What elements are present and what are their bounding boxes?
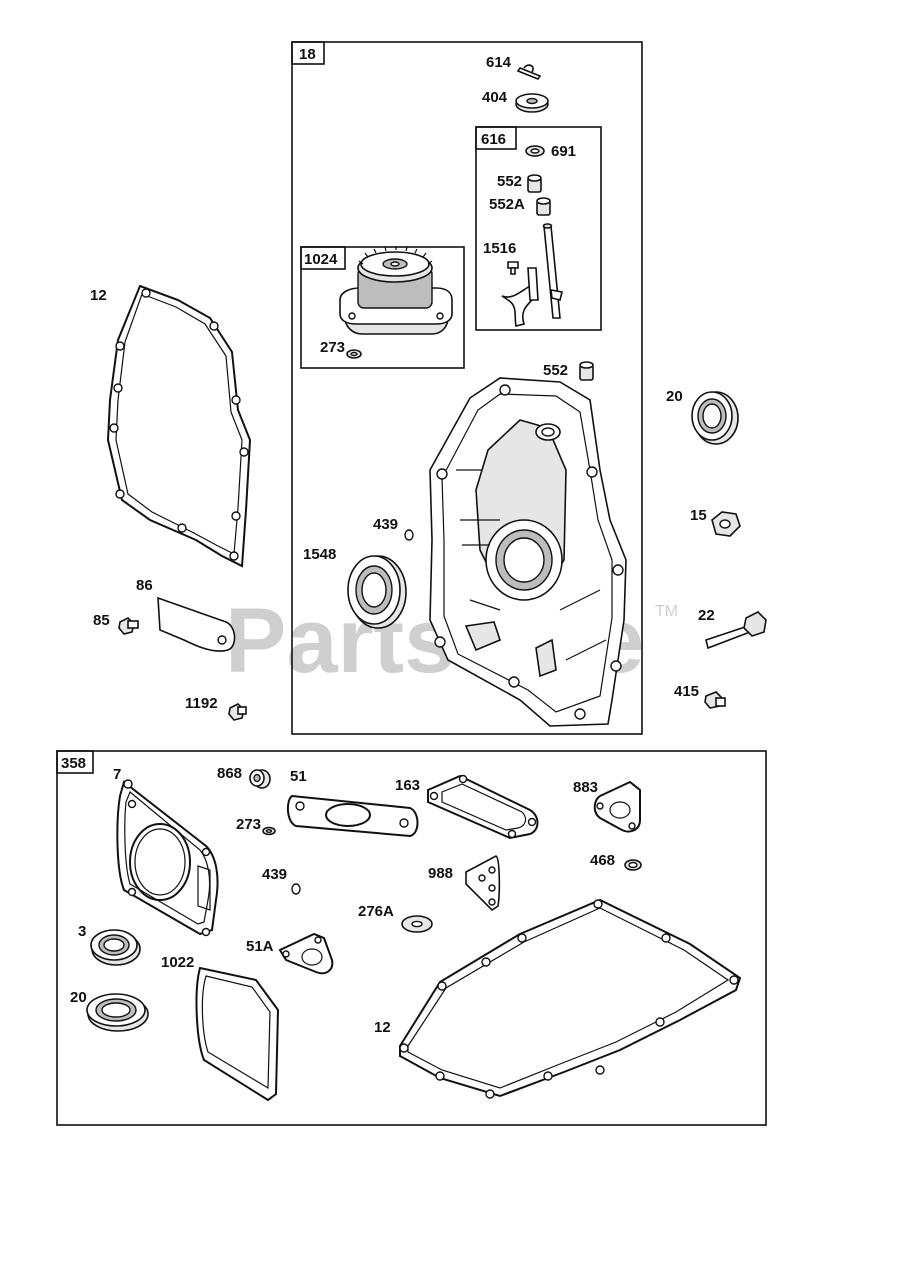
part-691[interactable] [525,145,545,157]
part-552A[interactable] [536,197,551,216]
part-22-bolt[interactable] [705,611,767,650]
part-governor-arm[interactable] [501,267,539,327]
callout-404: 404 [482,89,508,106]
part-1548-bearing[interactable] [347,555,407,629]
part-7-head-gasket[interactable] [116,779,219,937]
callout-86: 86 [136,577,153,594]
part-273-oring-a[interactable] [346,349,362,359]
callout-883: 883 [573,779,598,796]
callout-1548: 1548 [303,546,336,563]
part-439-oring-a[interactable] [404,529,414,541]
part-oil-pump-gear[interactable] [339,246,453,335]
callout-163: 163 [395,777,420,794]
callout-276A: 276A [358,903,394,920]
part-85-bolt[interactable] [118,617,139,635]
callout-22: 22 [698,607,715,624]
group-label-358: 358 [61,755,86,772]
callout-7: 7 [113,766,121,783]
callout-1022: 1022 [161,954,194,971]
callout-614: 614 [486,54,512,71]
callout-439-b: 439 [262,866,287,883]
callout-552-b: 552 [543,362,568,379]
callout-552-a: 552 [497,173,522,190]
callout-868: 868 [217,765,242,782]
callout-1516: 1516 [483,240,516,257]
callout-20-a: 20 [666,388,683,405]
callout-20-b: 20 [70,989,87,1006]
part-1192-bolt[interactable] [228,703,247,721]
group-box-358[interactable]: 358 [56,750,767,1126]
callout-691: 691 [551,143,576,160]
callout-85: 85 [93,612,110,629]
callout-273-a: 273 [320,339,345,356]
part-51A-gasket[interactable] [278,932,334,975]
part-552-bushing[interactable] [579,361,594,381]
part-614[interactable] [516,64,542,80]
part-883-gasket[interactable] [593,780,641,833]
part-51-intake-gasket[interactable] [286,794,419,838]
callout-273-b: 273 [236,816,261,833]
part-276A-washer[interactable] [401,915,433,933]
watermark-trademark: TM [655,603,678,620]
callout-51: 51 [290,768,307,785]
group-box-18[interactable]: 18 [291,41,643,735]
part-273-oring-b[interactable] [262,826,276,836]
callout-988: 988 [428,865,453,882]
group-label-1024: 1024 [304,251,338,268]
group-label-616: 616 [481,131,506,148]
callout-468: 468 [590,852,615,869]
part-552-small[interactable] [527,174,542,193]
part-governor-shaft[interactable] [542,223,563,319]
part-15-nut[interactable] [711,511,741,537]
part-crankcase-cover[interactable] [429,377,627,727]
part-1022-valve-cover-gasket[interactable] [195,966,280,1102]
part-163-exhaust-gasket[interactable] [427,774,539,840]
callout-415: 415 [674,683,699,700]
part-12-crankcase-gasket-b[interactable] [399,898,742,1099]
group-box-616[interactable]: 616 [475,126,602,331]
part-20-oil-seal-a[interactable] [691,391,739,445]
part-12-crankcase-gasket[interactable] [106,284,252,568]
part-868-bushing[interactable] [249,769,271,789]
group-label-18: 18 [299,46,316,63]
callout-12-b: 12 [374,1019,391,1036]
part-3-oil-seal[interactable] [90,929,141,966]
callout-3: 3 [78,923,86,940]
part-86-plate[interactable] [157,596,236,652]
part-988-plate[interactable] [465,855,501,912]
callout-12-a: 12 [90,287,107,304]
callout-1192: 1192 [185,695,218,712]
part-468-oring[interactable] [624,859,642,871]
part-20-oil-seal-b[interactable] [86,993,149,1032]
callout-439-a: 439 [373,516,398,533]
part-439-oring-b[interactable] [291,883,301,895]
callout-552A: 552A [489,196,525,213]
part-1516[interactable] [507,261,519,275]
group-box-1024[interactable]: 1024 [300,246,465,369]
callout-15: 15 [690,507,707,524]
part-415-fitting[interactable] [704,691,726,709]
callout-51A: 51A [246,938,274,955]
part-404[interactable] [515,93,549,113]
